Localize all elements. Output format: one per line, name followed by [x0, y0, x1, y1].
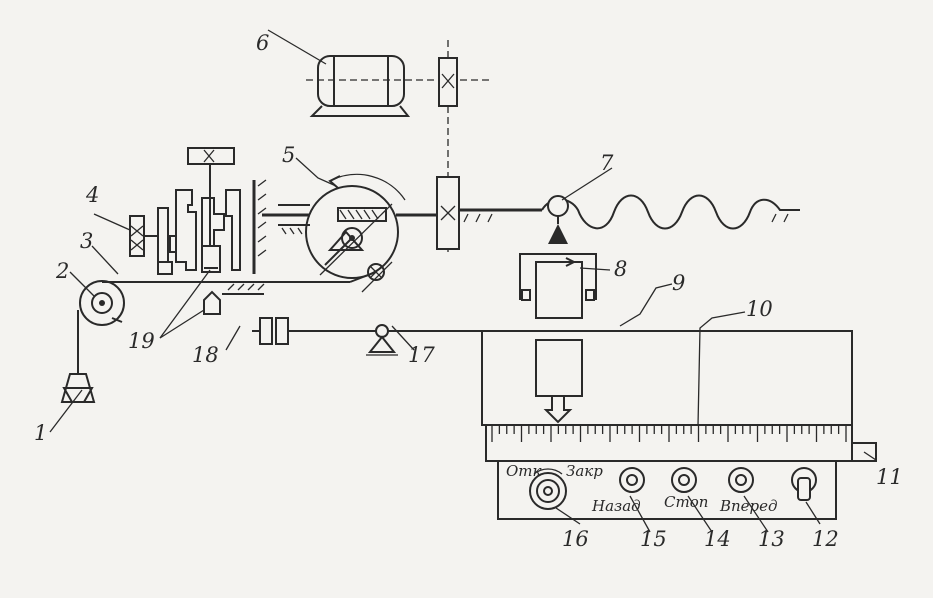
label-stop: Стоп	[664, 493, 708, 511]
label-close: Закр	[566, 462, 603, 480]
part-number-15: 15	[640, 527, 667, 551]
handle-top	[187, 147, 235, 246]
scale-ruler-10	[485, 424, 853, 462]
sensor-19-upper	[201, 245, 221, 273]
brake-block-4	[129, 207, 181, 275]
part-number-19: 19	[128, 329, 155, 353]
part-number-16: 16	[562, 527, 589, 551]
part-number-17: 17	[408, 343, 435, 367]
frame-wall	[252, 179, 267, 274]
lower-gear	[436, 176, 460, 250]
sensor-19-lower	[203, 290, 221, 315]
part-number-18: 18	[192, 343, 219, 367]
part-number-11: 11	[876, 465, 903, 489]
pulley-2	[79, 280, 125, 326]
cam-profile-7	[541, 194, 800, 230]
part-number-6: 6	[256, 31, 269, 55]
part-number-3: 3	[80, 229, 93, 253]
upper-pinion	[438, 57, 458, 107]
knob-16[interactable]	[529, 468, 567, 510]
part-number-7: 7	[600, 151, 614, 175]
slider-8	[519, 253, 597, 319]
part-number-12: 12	[812, 527, 839, 551]
coupling	[252, 317, 289, 345]
control-panel	[497, 460, 837, 520]
ground-18	[222, 283, 265, 295]
switch-12[interactable]	[791, 467, 817, 501]
part-number-8: 8	[614, 257, 627, 281]
part-number-5: 5	[282, 143, 295, 167]
part-number-1: 1	[34, 421, 47, 445]
electric-motor	[309, 55, 411, 117]
rod-3-link	[349, 271, 377, 283]
button-14-stop[interactable]	[671, 467, 697, 493]
part-number-9: 9	[672, 271, 685, 295]
part-number-2: 2	[55, 259, 69, 283]
label-back: Назад	[591, 497, 641, 515]
leader-lines	[49, 29, 877, 533]
drum-5	[305, 173, 406, 279]
indicator-probe	[535, 339, 583, 424]
follower-7	[547, 195, 569, 244]
part-number-10: 10	[746, 297, 773, 321]
button-13-forward[interactable]	[728, 467, 754, 493]
part-number-4: 4	[85, 183, 99, 207]
part-number-14: 14	[704, 527, 731, 551]
label-forward: Вперед	[719, 497, 778, 515]
label-open: Отк	[506, 462, 542, 480]
part-number-13: 13	[758, 527, 785, 551]
cam-shaft	[459, 208, 542, 223]
part-numbers: 1 2 3 4 5 6 7 8 9 10 11 12 13 14 15 16 1…	[34, 31, 903, 551]
button-15-back[interactable]	[619, 467, 645, 493]
pivot-support	[366, 324, 398, 356]
shaft-bearing-left	[278, 204, 310, 235]
clutch-assembly	[175, 189, 241, 271]
weight-1	[60, 310, 96, 403]
